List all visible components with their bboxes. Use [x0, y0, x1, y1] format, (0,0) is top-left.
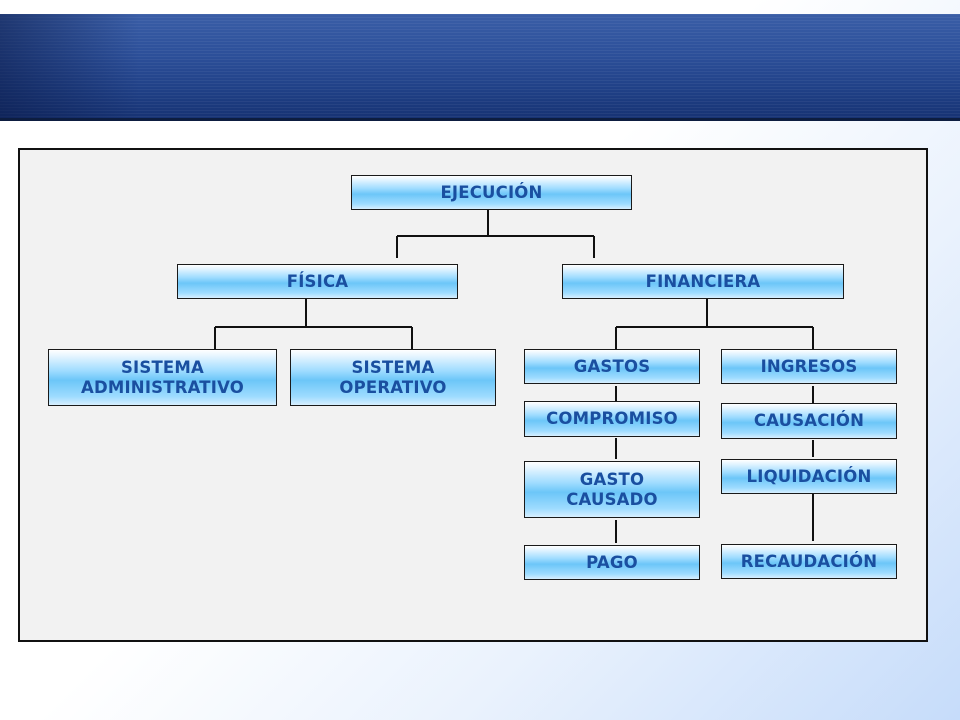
node-compromiso: COMPROMISO: [524, 401, 700, 437]
node-fisica: FÍSICA: [177, 264, 458, 299]
node-financiera: FINANCIERA: [562, 264, 844, 299]
node-label: INGRESOS: [760, 356, 858, 376]
node-label: FÍSICA: [286, 271, 349, 291]
node-label: EJECUCIÓN: [440, 182, 543, 202]
node-ejecucion: EJECUCIÓN: [351, 175, 632, 210]
node-label: GASTO CAUSADO: [566, 469, 658, 509]
node-sistema-administrativo: SISTEMA ADMINISTRATIVO: [48, 349, 277, 406]
node-ingresos: INGRESOS: [721, 349, 897, 384]
node-gasto-causado: GASTO CAUSADO: [524, 461, 700, 518]
node-recaudacion: RECAUDACIÓN: [721, 544, 897, 579]
node-label: SISTEMA OPERATIVO: [339, 357, 447, 397]
header-band: [0, 14, 960, 118]
node-label: PAGO: [586, 552, 638, 572]
node-liquidacion: LIQUIDACIÓN: [721, 459, 897, 494]
node-label: CAUSACIÓN: [753, 411, 865, 430]
node-sistema-operativo: SISTEMA OPERATIVO: [290, 349, 496, 406]
node-label: LIQUIDACIÓN: [746, 466, 872, 486]
node-label: FINANCIERA: [645, 271, 761, 291]
header-rule: [0, 118, 960, 121]
node-causacion: CAUSACIÓN: [721, 403, 897, 439]
node-label: SISTEMA ADMINISTRATIVO: [80, 357, 244, 397]
node-label: RECAUDACIÓN: [740, 551, 878, 571]
node-label: COMPROMISO: [546, 409, 678, 428]
node-pago: PAGO: [524, 545, 700, 580]
node-label: GASTOS: [573, 356, 651, 376]
node-gastos: GASTOS: [524, 349, 700, 384]
